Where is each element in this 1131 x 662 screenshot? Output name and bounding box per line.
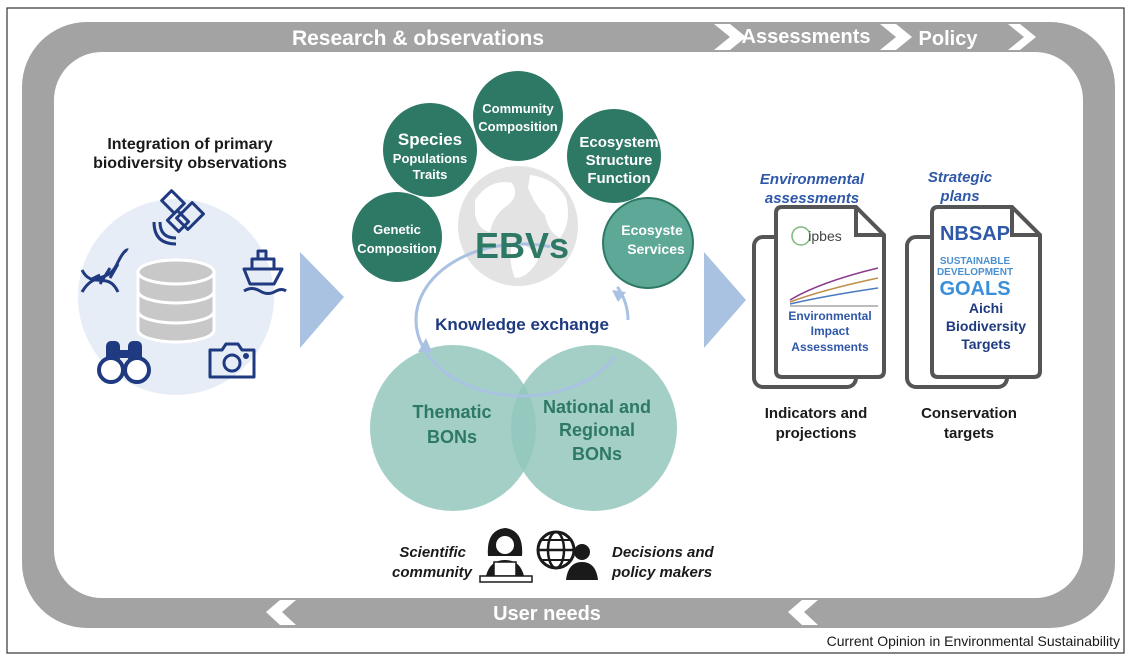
- dna-icon: [80, 248, 129, 293]
- ipbes-logo: ipbes: [808, 228, 841, 244]
- chevron-left-2: [788, 600, 818, 625]
- national-bons-label: BONs: [572, 444, 622, 464]
- community-composition-label: Composition: [478, 119, 557, 134]
- satellite-icon: [152, 189, 205, 246]
- ecosystem-services-label-1: Ecosyste: [621, 222, 683, 238]
- indicators-caption-2: projections: [776, 425, 857, 442]
- assessment-document-icon: [752, 205, 886, 389]
- assessments-label: Assessments: [742, 26, 871, 48]
- genetic-label: Genetic: [373, 222, 421, 237]
- binoculars-icon: [97, 341, 151, 384]
- chevron-separator-1: [714, 24, 746, 50]
- regional-label: Regional: [559, 420, 635, 440]
- ebv-ecosystem-services: [602, 197, 694, 289]
- user-needs-label: User needs: [493, 603, 601, 625]
- nbsap-label: NBSAP: [940, 223, 1010, 245]
- scientist-icon: [479, 528, 533, 583]
- journal-credit: Current Opinion in Environmental Sustain…: [827, 633, 1120, 649]
- policy-makers-label: policy makers: [611, 564, 712, 581]
- integration-title-line1: Integration of primary: [107, 136, 272, 153]
- species-label: Species: [398, 130, 462, 149]
- research-observations-label: Research & observations: [292, 27, 544, 50]
- flow-arrow-to-ebvs: [300, 252, 344, 348]
- ebv-species-populations-traits: [383, 103, 477, 197]
- ship-icon: [242, 249, 287, 295]
- knowledge-exchange-cycle: [414, 242, 630, 398]
- ebv-genetic-composition: [352, 192, 442, 282]
- environmental-impact-line2: Impact: [811, 324, 850, 338]
- ecosystem-label: Ecosystem: [579, 134, 658, 151]
- cycle-arrowhead-left: [418, 338, 432, 352]
- flow-arrow-to-assessments: [704, 252, 746, 348]
- national-label: National and: [543, 397, 651, 417]
- assessments-heading: assessments: [765, 190, 859, 207]
- populations-label: Populations: [393, 151, 467, 166]
- plans-heading: plans: [939, 188, 979, 205]
- community-label-user: community: [392, 564, 473, 581]
- community-label: Community: [482, 101, 554, 116]
- sdg-line1: SUSTAINABLE: [940, 256, 1011, 267]
- sdg-line2: DEVELOPMENT: [937, 267, 1013, 278]
- policy-label: Policy: [919, 28, 979, 50]
- aichi-label: Aichi: [969, 300, 1003, 316]
- decisions-label: Decisions and: [612, 544, 715, 561]
- database-icon: [136, 258, 216, 344]
- traits-label: Traits: [413, 167, 448, 182]
- cycle-arrowhead-right: [612, 290, 626, 302]
- ebv-community-composition: [473, 71, 563, 161]
- indicators-caption-1: Indicators and: [765, 405, 868, 422]
- environmental-impact-line1: Environmental: [788, 309, 871, 323]
- national-regional-bons-circle: [511, 345, 677, 511]
- chevron-separator-2: [880, 24, 912, 50]
- environmental-heading: Environmental: [760, 171, 865, 188]
- genetic-composition-label: Composition: [357, 241, 436, 256]
- thematic-bons-label: BONs: [427, 427, 477, 447]
- integration-title-line2: biodiversity observations: [93, 155, 287, 172]
- globe-person-icon: [536, 530, 598, 580]
- chevron-separator-3: [1008, 24, 1036, 50]
- knowledge-exchange-label: Knowledge exchange: [435, 315, 609, 334]
- function-label: Function: [587, 170, 650, 187]
- strategic-plan-document-icon: [905, 205, 1042, 389]
- globe-icon: [458, 166, 578, 286]
- conservation-caption-1: Conservation: [921, 405, 1017, 422]
- structure-label: Structure: [586, 152, 653, 169]
- thematic-bons-circle: [370, 345, 536, 511]
- ebv-ecosystem-structure-function: [567, 109, 661, 203]
- conservation-caption-2: targets: [944, 425, 994, 442]
- ecosystem-services-label-2: Services: [627, 241, 685, 257]
- scientific-label: Scientific: [399, 544, 466, 561]
- goals-label: GOALS: [939, 278, 1010, 300]
- targets-label: Targets: [961, 336, 1011, 352]
- biodiversity-label: Biodiversity: [946, 318, 1026, 334]
- ebvs-label: EBVs: [475, 225, 569, 266]
- chevron-left-1: [266, 600, 296, 625]
- thematic-label: Thematic: [412, 402, 491, 422]
- environmental-impact-line3: Assessments: [791, 340, 869, 354]
- camera-icon: [208, 342, 256, 379]
- strategic-heading: Strategic: [928, 169, 993, 186]
- figure-border: [6, 7, 1125, 654]
